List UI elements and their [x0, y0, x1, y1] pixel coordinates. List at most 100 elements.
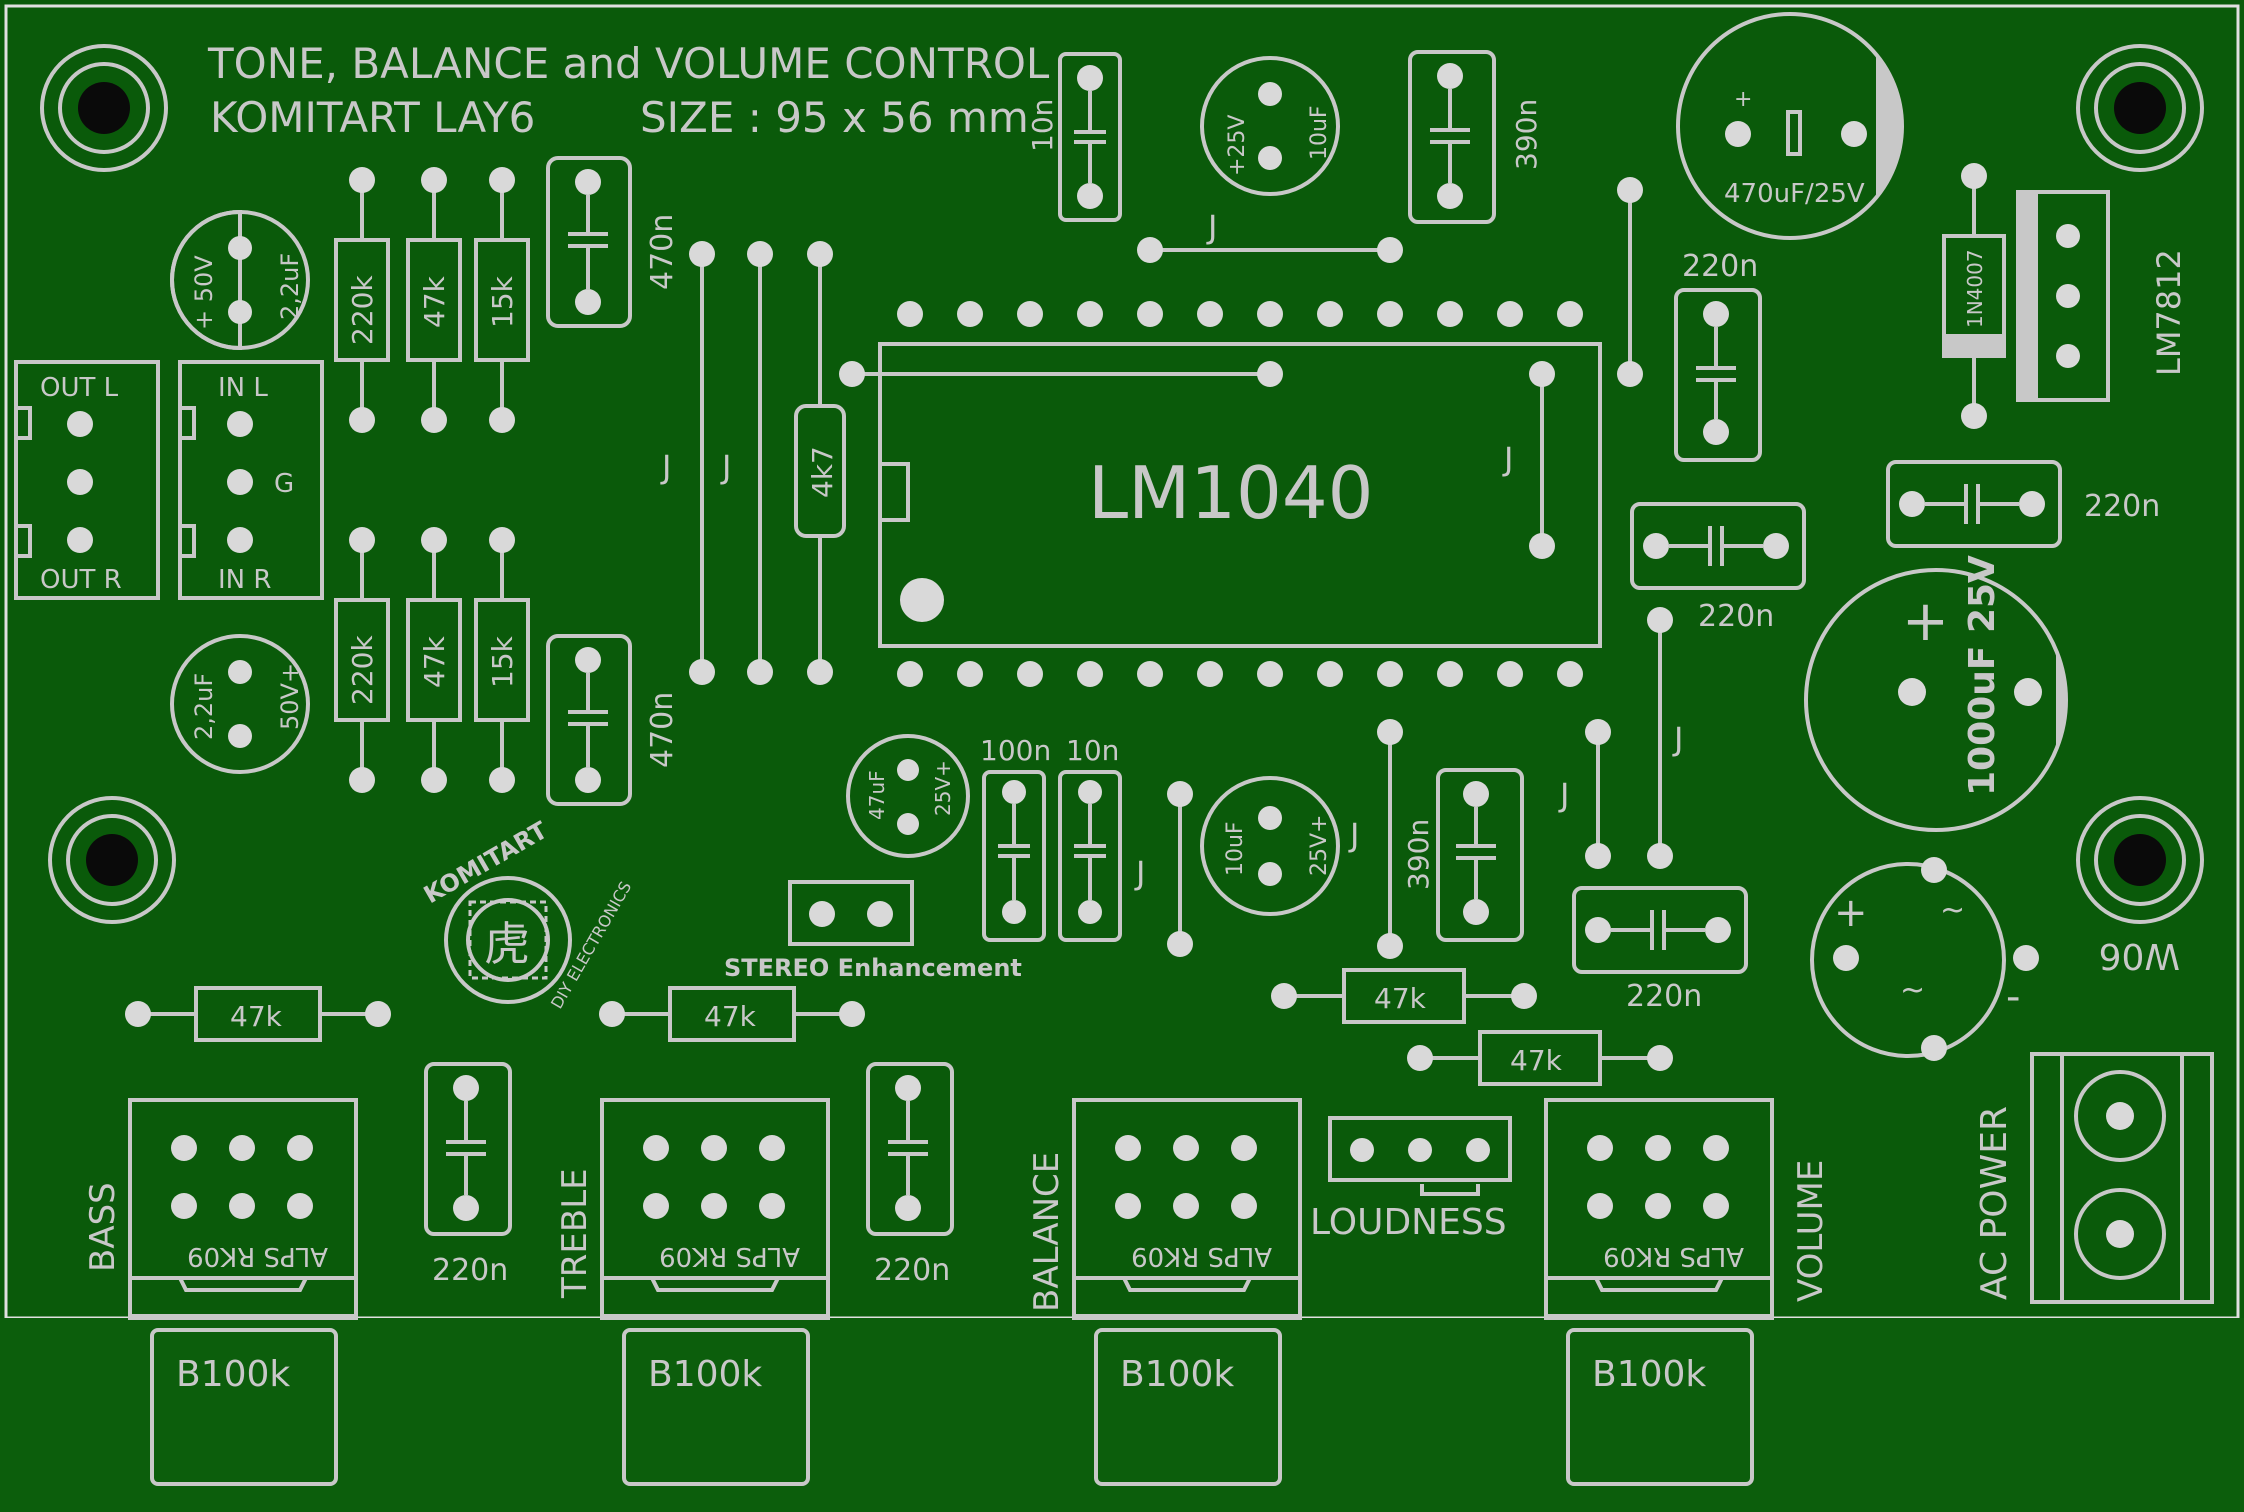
cap-100n: 100n — [980, 734, 1051, 942]
jumper-label-mid-b: J — [1348, 816, 1359, 854]
cap-220n-b: 220n — [1886, 460, 2160, 548]
size-text: SIZE : 95 x 56 mm — [640, 93, 1029, 142]
cap-10n-top: 10n — [1026, 52, 1122, 222]
jumpers-left: 4k7 J J — [660, 241, 846, 685]
in-r-label: IN R — [218, 565, 271, 595]
e25v-top-label: +25V — [1225, 115, 1250, 176]
jumper-mid-a: J — [1134, 781, 1193, 957]
connector-out: OUT L OUT R — [14, 360, 160, 600]
r4k7-label: 4k7 — [806, 446, 839, 498]
bridge-minus: - — [2006, 974, 2020, 1020]
jumper-label-ic: J — [1502, 440, 1513, 478]
pot-bass-name: BASS — [83, 1182, 123, 1272]
cap-electrolytic-1000uf: + 1000uF 25V — [1804, 555, 2068, 832]
mounting-hole-tr — [2076, 44, 2204, 172]
cap-470n-top: 470n — [546, 156, 680, 328]
c100n-label: 100n — [980, 734, 1051, 767]
pot-bass-value: B100k — [176, 1354, 290, 1395]
cap-220n-bass: 220n — [424, 1062, 512, 1288]
cap-electrolytic-2u2-bottom: 2,2uF 50V+ — [170, 634, 310, 774]
r15k-top: 15k — [486, 275, 519, 328]
mounting-hole-bl — [48, 796, 176, 924]
r15k-bottom: 15k — [486, 635, 519, 688]
e25vp-label-a: 25V+ — [931, 760, 955, 816]
jumper-right-ic — [1617, 177, 1643, 387]
jumper-label-mid-c: J — [1558, 776, 1569, 814]
cap-electrolytic-2u2-top: + 50V 2,2uF — [170, 209, 310, 351]
cap-390n-mid: 390n — [1402, 768, 1524, 942]
cap-220n-d: 220n — [1572, 886, 1748, 1014]
e1000-label: 1000uF 25V — [1962, 555, 2003, 796]
pot-balance-name: BALANCE — [1027, 1152, 1067, 1312]
resistor-group-top: 220k 47k 15k — [334, 167, 530, 433]
bridge-w06: + - ~ ~ W06 — [1810, 857, 2180, 1061]
pot-treble-value: B100k — [648, 1354, 762, 1395]
r47k-mid-b-label: 47k — [1510, 1044, 1563, 1077]
loudness-header: LOUDNESS — [1310, 1116, 1512, 1243]
e47-label: 47uF — [865, 770, 889, 820]
pot-volume: ALPS RK09 B100k VOLUME — [1544, 1098, 1831, 1486]
resistor-47k-mid-b: 47k — [1407, 1030, 1673, 1086]
e10uf-top-label: 10uF — [1307, 105, 1332, 160]
resistor-47k-bass: 47k — [125, 986, 391, 1042]
g-label: G — [274, 469, 294, 499]
r47k-bottom: 47k — [418, 635, 451, 688]
diode-label: 1N4007 — [1963, 249, 1987, 328]
e1000-plus: + — [1902, 589, 1949, 654]
cap-50v-label: + 50V — [190, 255, 218, 330]
mounting-hole-br — [2076, 796, 2204, 924]
c220n-b-label: 220n — [2084, 489, 2160, 524]
in-l-label: IN L — [218, 373, 268, 403]
pot-volume-model: ALPS RK09 — [1603, 1241, 1744, 1271]
c10n-mid-label: 10n — [1066, 734, 1119, 767]
r47k-top: 47k — [418, 275, 451, 328]
jumper-label-b: J — [720, 448, 731, 486]
c220n-treble-label: 220n — [874, 1253, 950, 1288]
resistor-47k-mid-a: 47k — [1271, 968, 1537, 1024]
r220k-bottom: 220k — [346, 635, 379, 705]
c220n-bass-label: 220n — [432, 1253, 508, 1288]
stereo-label: STEREO Enhancement — [724, 954, 1022, 982]
c220n-a-label: 220n — [1682, 249, 1758, 284]
ic-label: LM1040 — [1088, 451, 1373, 535]
cap-220n-treble: 220n — [866, 1062, 954, 1288]
connector-in: IN L G IN R — [178, 360, 324, 600]
cap-390n-top: 390n — [1408, 50, 1543, 224]
pot-volume-name: VOLUME — [1791, 1160, 1831, 1302]
pot-treble-model: ALPS RK09 — [659, 1241, 800, 1271]
jumper-label-mid-d: J — [1672, 720, 1683, 758]
regulator-label: LM7812 — [2150, 249, 2188, 376]
e25vp-label-b: 25V+ — [1307, 815, 1332, 876]
pot-balance-value: B100k — [1120, 1354, 1234, 1395]
cap-2u2-label: 2,2uF — [276, 253, 304, 320]
loudness-label: LOUDNESS — [1310, 1202, 1507, 1243]
ac-power-label: AC POWER — [1974, 1106, 2015, 1300]
jumper-label-a: J — [660, 448, 671, 486]
out-l-label: OUT L — [40, 373, 119, 403]
c220n-c-label: 220n — [1698, 599, 1774, 634]
title-line1: TONE, BALANCE and VOLUME CONTROL — [207, 39, 1050, 88]
jumper-label-top: J — [1206, 208, 1217, 246]
c470n-bottom-label: 470n — [645, 692, 680, 768]
pot-treble-name: TREBLE — [555, 1168, 595, 1299]
cap-470n-bottom: 470n — [546, 634, 680, 806]
cap-electrolytic-10uf-top: +25V 10uF — [1200, 56, 1340, 196]
resistor-group-bottom: 220k 47k 15k — [334, 527, 530, 793]
diode-1n4007: 1N4007 — [1942, 163, 2006, 429]
resistor-47k-treble: 47k — [599, 986, 865, 1042]
r47k-mid-a-label: 47k — [1374, 982, 1427, 1015]
ic-pins-bottom — [897, 661, 1583, 687]
cap-electrolytic-470uf: + 470uF/25V — [1676, 12, 1904, 240]
c220n-d-label: 220n — [1626, 979, 1702, 1014]
bridge-ac-2: ~ — [1900, 973, 1925, 1008]
r47k-bass-label: 47k — [230, 1000, 283, 1033]
r47k-treble-label: 47k — [704, 1000, 757, 1033]
ac-power-terminal: AC POWER — [1974, 1052, 2214, 1304]
r220k-top: 220k — [346, 275, 379, 345]
c10n-top-label: 10n — [1026, 99, 1059, 152]
pot-balance-model: ALPS RK09 — [1131, 1241, 1272, 1271]
c390n-mid-label: 390n — [1402, 819, 1435, 890]
cap-electrolytic-10uf-mid: 10uF 25V+ — [1200, 776, 1340, 916]
bridge-ac-1: ~ — [1940, 893, 1965, 928]
